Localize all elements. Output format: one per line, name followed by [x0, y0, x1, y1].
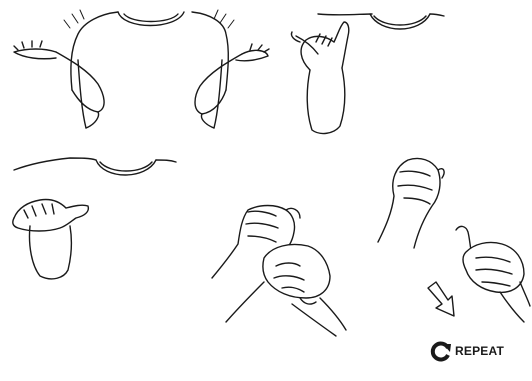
repeat-arrow-icon	[430, 340, 452, 362]
panel-pointing-thumb	[13, 158, 176, 279]
panel-fist-thumb	[378, 158, 530, 322]
repeat-indicator: REPEAT	[430, 340, 504, 362]
panel-stacked-fists	[212, 206, 346, 337]
panel-y-hand	[291, 14, 444, 133]
repeat-label: REPEAT	[455, 344, 504, 358]
down-right-arrow-icon	[428, 282, 454, 316]
panel-shrug	[14, 10, 269, 128]
